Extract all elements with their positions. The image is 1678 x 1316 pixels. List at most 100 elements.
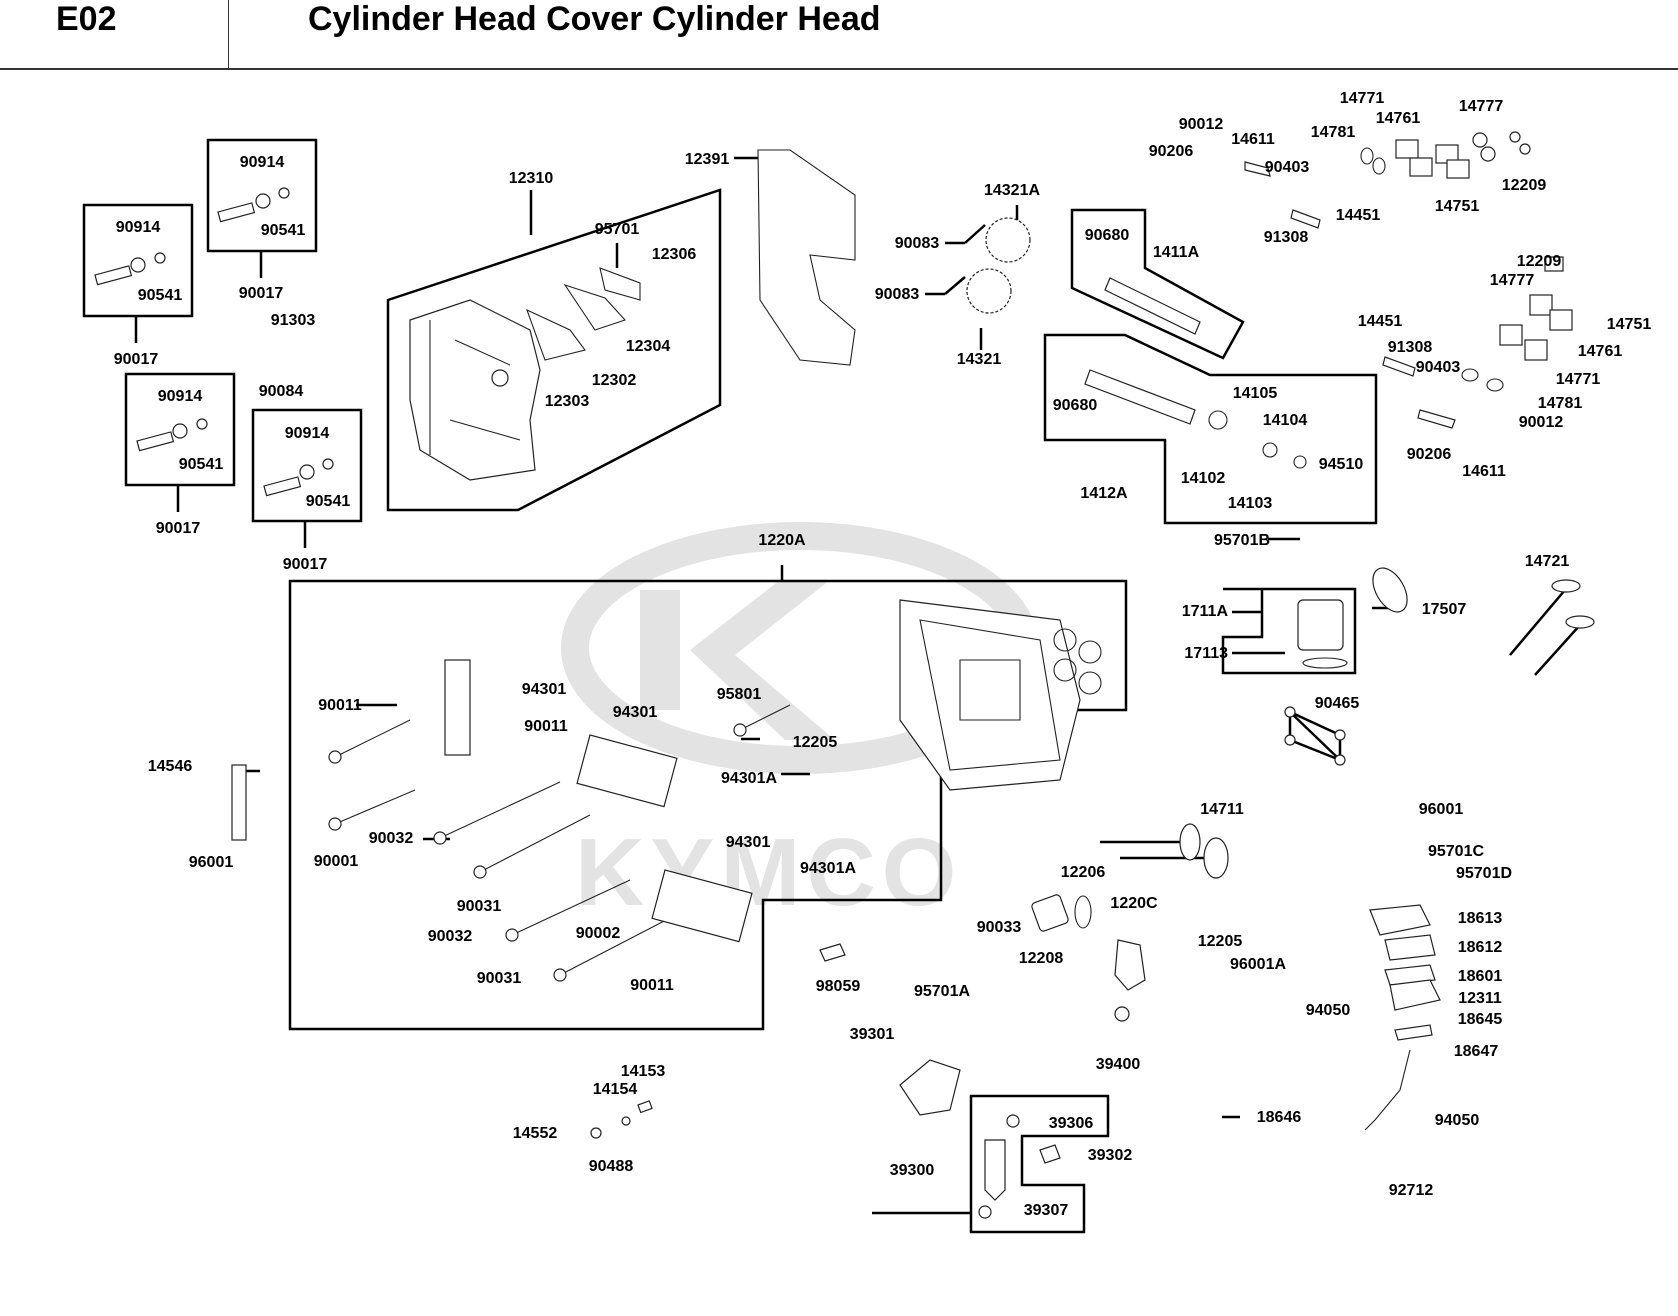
cylinder-head-shape [899, 599, 1081, 791]
callout-label: 1412A [1080, 485, 1128, 502]
callout-label: 39306 [1049, 1115, 1094, 1132]
callout-label: 94301 [522, 681, 567, 698]
callout-label: 90403 [1416, 359, 1461, 376]
callout-label: 92712 [1389, 1182, 1434, 1199]
callout-label: 14761 [1376, 110, 1421, 127]
callout-label: 39300 [890, 1162, 935, 1179]
callout-label: 39301 [850, 1026, 895, 1043]
callout-label: 14153 [621, 1063, 666, 1080]
group-box-1411A [1070, 208, 1245, 360]
spark-plug-shape [819, 943, 846, 962]
callout-label: 14103 [1228, 495, 1273, 512]
callout-label: 14711 [1200, 801, 1244, 818]
callout-label: 90206 [1149, 143, 1194, 160]
bolt-washer-set-b [217, 187, 290, 223]
callout-label: 17113 [1184, 645, 1228, 662]
callout-label: 90465 [1315, 695, 1360, 712]
callout-label: 90012 [1179, 116, 1224, 133]
callout-label: 12208 [1019, 950, 1064, 967]
callout-label: 14611 [1231, 131, 1275, 148]
callout-label: 90488 [589, 1158, 634, 1175]
callout-label: 1411A [1153, 244, 1200, 261]
callout-label: 96001 [189, 854, 234, 871]
callout-label: 90012 [1519, 414, 1564, 431]
camshaft-1412A-shape [1084, 369, 1196, 425]
section-code: E02 [56, 0, 117, 38]
callout-label: 14552 [513, 1125, 558, 1142]
bolt-washer-set-d [263, 458, 334, 497]
callout-label: 1220A [758, 532, 806, 549]
callout-label: 91308 [1264, 229, 1309, 246]
callout-label: 12209 [1517, 253, 1562, 270]
callout-label: 14771 [1340, 90, 1385, 107]
callout-label: 90083 [895, 235, 940, 252]
callout-label: 12306 [652, 246, 697, 263]
group-box-1711A [1221, 587, 1357, 675]
callout-label: 95701D [1456, 865, 1512, 882]
callout-label: 14104 [1263, 412, 1308, 429]
callout-label: 91303 [271, 312, 316, 329]
callout-label: 90031 [477, 970, 522, 987]
valve-train-right [1382, 256, 1573, 429]
callout-label: 1220C [1110, 895, 1158, 912]
callout-label: 90541 [179, 456, 224, 473]
callout-label: 12209 [1502, 177, 1547, 194]
header-divider [228, 0, 229, 68]
callout-label: 95701 [595, 221, 640, 238]
page-title: Cylinder Head Cover Cylinder Head [308, 0, 881, 38]
callout-label: 18613 [1458, 910, 1503, 927]
callout-label: 94301A [800, 860, 856, 877]
callout-label: 90011 [630, 977, 674, 994]
callout-label: 94301 [613, 704, 658, 721]
page-header: E02 Cylinder Head Cover Cylinder Head [0, 0, 1678, 70]
watermark-text: KYMCO [575, 819, 962, 926]
callout-label: 90001 [314, 853, 359, 870]
callout-label: 18612 [1458, 939, 1503, 956]
callout-label: 90002 [576, 925, 621, 942]
callout-label: 94301A [721, 770, 777, 787]
callout-label: 95701A [914, 983, 970, 1000]
callout-label: 90914 [240, 154, 285, 171]
callout-label: 12310 [509, 170, 554, 187]
callout-label: 91308 [1388, 339, 1433, 356]
callout-label: 18645 [1458, 1011, 1503, 1028]
callout-label: 14451 [1358, 313, 1403, 330]
leader-lines [134, 156, 1400, 1215]
callout-label: 90083 [875, 286, 920, 303]
callout-label: 18647 [1454, 1043, 1499, 1060]
callout-label: 90033 [977, 919, 1022, 936]
callout-label: 12311 [1458, 990, 1502, 1007]
callout-label: 90011 [318, 697, 362, 714]
callout-label: 90680 [1085, 227, 1130, 244]
callout-label: 90032 [369, 830, 414, 847]
head-bolts [328, 704, 791, 982]
callout-label: 94050 [1306, 1002, 1351, 1019]
cylinder-head-cover-shape [409, 299, 541, 481]
callout-label: 95701C [1428, 843, 1484, 860]
callout-label: 17507 [1422, 601, 1467, 618]
bolt-washer-set-c [136, 418, 208, 452]
callout-label: 14154 [593, 1081, 638, 1098]
cam-holder-lower-shape [651, 869, 753, 943]
callout-label: 96001 [1419, 801, 1464, 818]
callout-label: 39400 [1096, 1056, 1141, 1073]
valve-train-top [1244, 131, 1531, 229]
callout-label: 90032 [428, 928, 473, 945]
bolt-washer-set-a [94, 252, 166, 286]
callout-label: 90541 [261, 222, 306, 239]
callout-label: 98059 [816, 978, 861, 995]
injector-shape [984, 1139, 1006, 1201]
callout-label: 14321A [984, 182, 1040, 199]
callout-label: 90017 [239, 285, 284, 302]
callout-label: 14777 [1490, 272, 1535, 289]
callout-label: 14611 [1462, 463, 1506, 480]
callout-label: 14761 [1578, 343, 1623, 360]
callout-label: 12205 [793, 734, 838, 751]
callout-label: 14721 [1525, 553, 1570, 570]
callout-label: 18646 [1257, 1109, 1302, 1126]
callout-label: 90541 [138, 287, 183, 304]
callout-label: 95801 [717, 686, 762, 703]
callout-labels: 90914 90541 90017 90914 90541 90017 9130… [114, 90, 1652, 1219]
callout-label: 90084 [259, 383, 304, 400]
